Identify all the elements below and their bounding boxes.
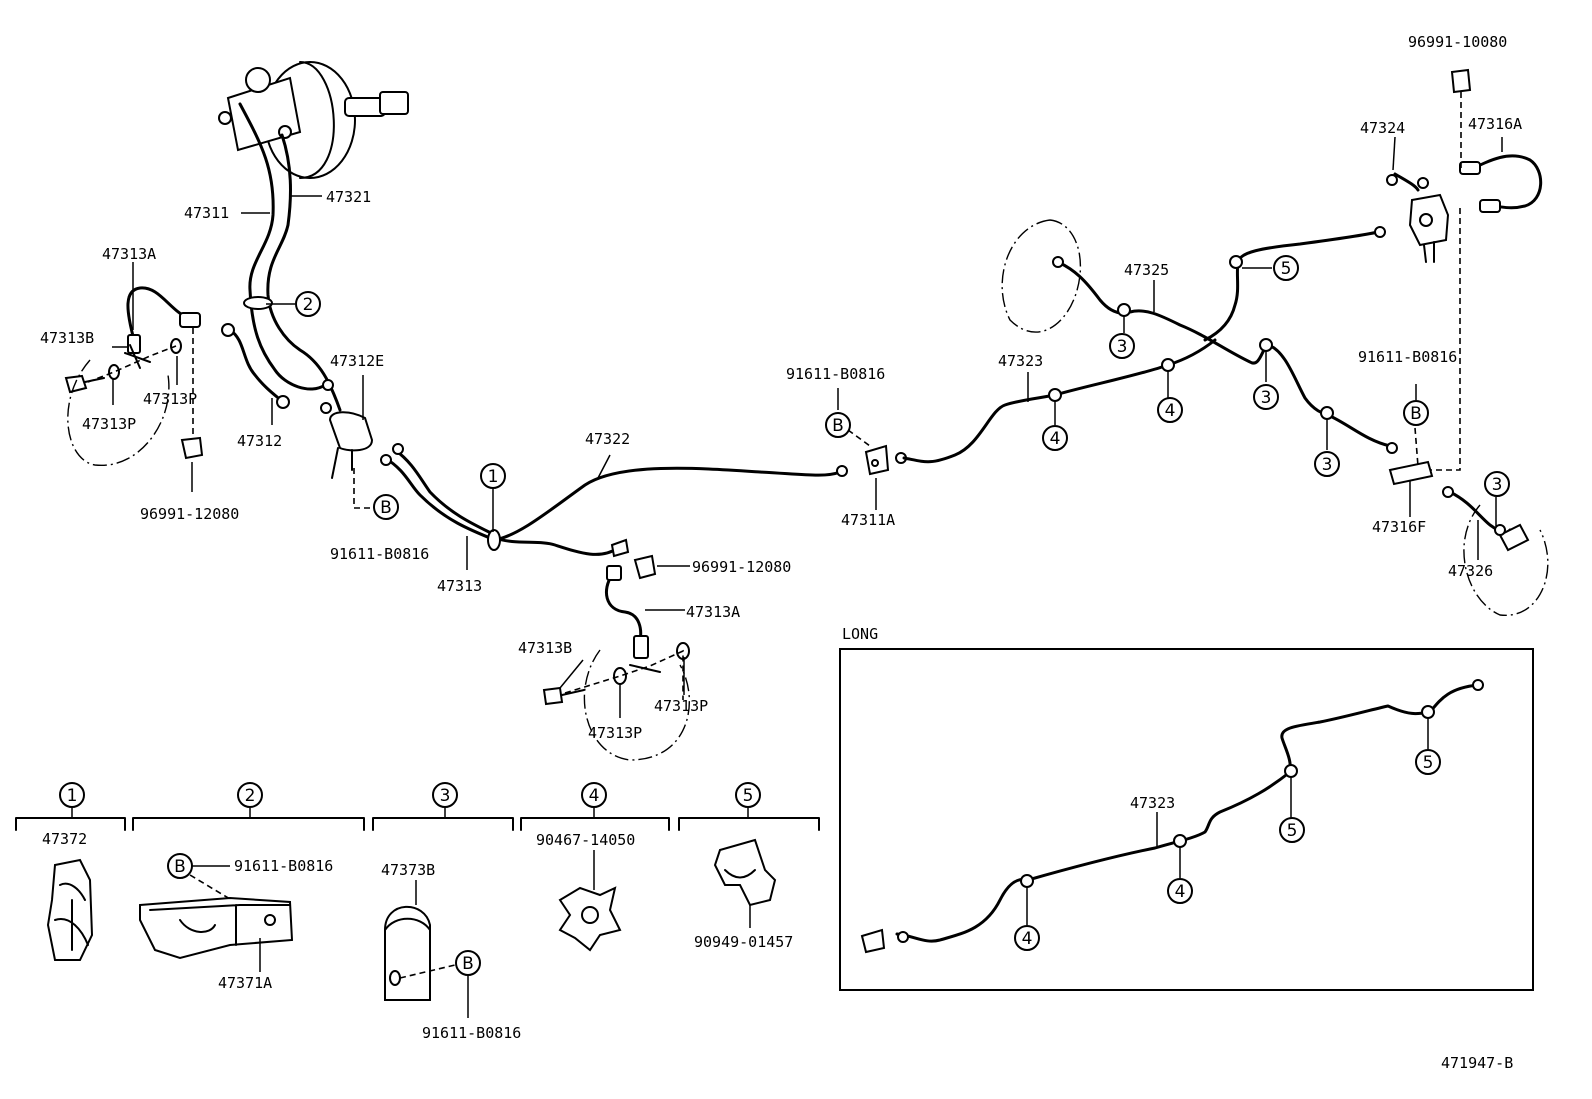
long-callout-5a: 5 <box>1287 821 1298 841</box>
long-callout-4b: 4 <box>1175 882 1186 902</box>
legend-part-90949-01457: 90949-01457 <box>694 933 793 951</box>
label-47313p-left-a: 47313P <box>143 390 197 408</box>
legend-part-47372: 47372 <box>42 830 87 848</box>
legend-part-47373b: 47373B <box>381 861 435 879</box>
legend-b-2: B <box>174 857 186 877</box>
label-47313: 47313 <box>437 577 482 595</box>
legend-num-3: 3 <box>440 786 451 806</box>
label-47313a-left: 47313A <box>102 245 156 263</box>
label-47322: 47322 <box>585 430 630 448</box>
leader-lines <box>112 136 1503 718</box>
label-96991-12080-left: 96991-12080 <box>140 505 239 523</box>
legend-num-5: 5 <box>743 786 754 806</box>
callout-2: 2 <box>303 295 314 315</box>
label-47313b-mid: 47313B <box>518 639 572 657</box>
label-91611-b0816-left: 91611-B0816 <box>330 545 429 563</box>
label-47316a: 47316A <box>1468 115 1522 133</box>
pipe-group-right <box>902 68 1549 616</box>
label-47313p-left-b: 47313P <box>82 415 136 433</box>
label-47324: 47324 <box>1360 119 1405 137</box>
callout-3a: 3 <box>1117 337 1128 357</box>
brake-booster <box>218 61 409 179</box>
pipe-group-left <box>64 102 842 556</box>
label-47313p-mid-b: 47313P <box>588 724 642 742</box>
legend-b-3: B <box>462 954 474 974</box>
figure-id: 471947-B <box>1441 1054 1513 1072</box>
label-47312e: 47312E <box>330 352 384 370</box>
long-box-title: LONG <box>842 625 878 643</box>
label-47312: 47312 <box>237 432 282 450</box>
label-47311a: 47311A <box>841 511 895 529</box>
callout-3b: 3 <box>1261 388 1272 408</box>
label-47323: 47323 <box>998 352 1043 370</box>
legend-part-90467-14050: 90467-14050 <box>536 831 635 849</box>
part-labels: 47311 47321 47313A 47313B 47313P 47313P … <box>40 33 1522 742</box>
legend-num-4: 4 <box>589 786 600 806</box>
long-variant-box: LONG 4 4 5 5 47323 <box>839 625 1534 991</box>
callout-b-mid: B <box>832 416 844 436</box>
legend: 1 2 3 4 5 47372 B 91611-B0816 47371A 473… <box>15 782 820 1042</box>
callout-4a: 4 <box>1050 429 1061 449</box>
label-47311: 47311 <box>184 204 229 222</box>
label-47321: 47321 <box>326 188 371 206</box>
long-callout-4a: 4 <box>1022 929 1033 949</box>
long-box-part-47323: 47323 <box>1130 794 1175 812</box>
label-47326: 47326 <box>1448 562 1493 580</box>
callout-circles <box>295 255 1510 520</box>
pipe-group-middle <box>542 429 907 761</box>
label-47313p-mid-a: 47313P <box>654 697 708 715</box>
callout-5a: 5 <box>1281 259 1292 279</box>
legend-part-47371a: 47371A <box>218 974 272 992</box>
label-96991-10080: 96991-10080 <box>1408 33 1507 51</box>
label-47316f: 47316F <box>1372 518 1426 536</box>
callout-texts: 2 1 B B 4 4 3 3 3 5 B 3 <box>303 259 1503 518</box>
callout-b-right: B <box>1410 404 1422 424</box>
callout-3c: 3 <box>1322 455 1333 475</box>
legend-num-1: 1 <box>67 786 78 806</box>
legend-bolt-3: 91611-B0816 <box>422 1024 521 1042</box>
label-47325: 47325 <box>1124 261 1169 279</box>
callout-b-left: B <box>380 498 392 518</box>
label-91611-b0816-mid: 91611-B0816 <box>786 365 885 383</box>
callout-3d: 3 <box>1492 475 1503 495</box>
long-callout-5b: 5 <box>1423 753 1434 773</box>
legend-bolt-2: 91611-B0816 <box>234 857 333 875</box>
label-47313b-left: 47313B <box>40 329 94 347</box>
label-96991-12080-mid: 96991-12080 <box>692 558 791 576</box>
label-91611-b0816-right: 91611-B0816 <box>1358 348 1457 366</box>
legend-num-2: 2 <box>245 786 256 806</box>
callout-1: 1 <box>488 467 499 487</box>
callout-4b: 4 <box>1165 401 1176 421</box>
label-47313a-mid: 47313A <box>686 603 740 621</box>
